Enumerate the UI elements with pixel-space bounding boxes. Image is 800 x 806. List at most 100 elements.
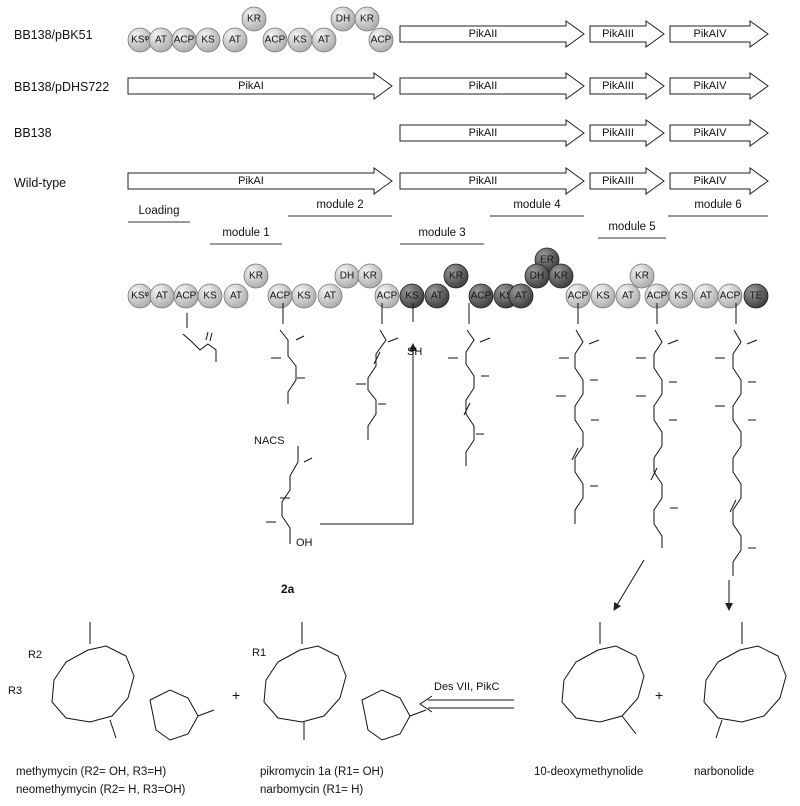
pbk51-domain-at: AT — [148, 27, 174, 53]
pks-domain-at: AT — [223, 283, 249, 309]
pbk51-domain-acp: ACP — [171, 27, 197, 53]
r1-label: R1 — [252, 647, 266, 659]
gene-arrow-pikaiv: PikAIV — [669, 119, 769, 147]
chem-text: SH NACS OH 2a R2 R3 R1 Des VII, PikC + + — [8, 346, 663, 703]
gene-arrow-pikaiii: PikAIII — [589, 20, 665, 48]
svg-text:module 3: module 3 — [418, 227, 465, 239]
pks-domain-at: AT — [508, 283, 534, 309]
pbk51-domain-ksq: KSᵠ — [127, 27, 153, 53]
svg-text:module 4: module 4 — [513, 199, 561, 211]
module-module-4: module 4 — [490, 199, 584, 217]
svg-text:KS: KS — [674, 291, 688, 302]
svg-text:KS: KS — [203, 291, 217, 302]
pks-domain-acp: ACP — [267, 283, 293, 309]
pks-domain-kr: KR — [243, 263, 269, 289]
gene-arrow-pikai: PikAI — [127, 72, 393, 100]
strain-label-wildtype: Wild-type — [14, 176, 67, 190]
svg-text:KSᵠ: KSᵠ — [131, 35, 149, 46]
conversion-label: Des VII, PikC — [434, 681, 499, 693]
pks-domain-kr: KR — [357, 263, 383, 289]
svg-text:AT: AT — [230, 291, 242, 302]
svg-text:KS: KS — [201, 35, 215, 46]
plus-sign-2: + — [655, 687, 663, 703]
pks-domain-acp: ACP — [173, 283, 199, 309]
svg-text:ACP: ACP — [371, 35, 392, 46]
gene-label-pikaiii: PikAIII — [602, 28, 634, 40]
svg-text:KS: KS — [405, 291, 419, 302]
pks-domain-at: AT — [615, 283, 641, 309]
gene-label-pikaiv: PikAIV — [693, 28, 727, 40]
gene-arrow-pikaii: PikAII — [399, 72, 585, 100]
module-module-6: module 6 — [668, 199, 768, 217]
svg-text:TE: TE — [750, 291, 763, 302]
gene-arrow-pikaii: PikAII — [399, 119, 585, 147]
pks-domain-ks: KS — [668, 283, 694, 309]
svg-text:module 6: module 6 — [694, 199, 741, 211]
svg-text:AT: AT — [155, 35, 167, 46]
pbk51-domain-at: AT — [222, 27, 248, 53]
svg-text:module 5: module 5 — [608, 221, 655, 233]
pbk51-domain-acp: ACP — [368, 27, 394, 53]
module-module-1: module 1 — [210, 227, 282, 245]
gene-label-pikai: PikAI — [238, 80, 264, 92]
svg-text:ACP: ACP — [568, 291, 589, 302]
svg-text:DH: DH — [340, 271, 354, 282]
gene-label-pikaiii: PikAIII — [602, 175, 634, 187]
svg-text:ACP: ACP — [471, 291, 492, 302]
neomethymycin-caption: neomethymycin (R2= H, R3=OH) — [16, 784, 186, 796]
svg-text:AT: AT — [318, 35, 330, 46]
deoxymethynolide-caption: 10-deoxymethynolide — [534, 766, 644, 778]
svg-text:KR: KR — [363, 271, 377, 282]
svg-text:KR: KR — [360, 14, 374, 25]
gene-label-pikaii: PikAII — [469, 28, 498, 40]
methymycin-caption: methymycin (R2= OH, R3=H) — [16, 766, 167, 778]
svg-text:ACP: ACP — [647, 291, 668, 302]
svg-text:KS: KS — [297, 291, 311, 302]
svg-text:KS: KS — [293, 35, 307, 46]
svg-text:KR: KR — [635, 271, 649, 282]
pks-domain-kr: KR — [548, 263, 574, 289]
gene-label-pikaiv: PikAIV — [693, 127, 727, 139]
pbk51-domain-acp: ACP — [262, 27, 288, 53]
pbk51-domain-ks: KS — [287, 27, 313, 53]
module-loading: Loading — [128, 205, 190, 223]
svg-text:ACP: ACP — [720, 291, 741, 302]
pks-domain-at: AT — [149, 283, 175, 309]
gene-arrow-pikai: PikAI — [127, 167, 393, 195]
pks-domain-kr: KR — [629, 263, 655, 289]
pks-domain-ksq: KSᵠ — [127, 283, 153, 309]
svg-text:KR: KR — [554, 271, 568, 282]
svg-text:AT: AT — [700, 291, 712, 302]
gene-label-pikaiii: PikAIII — [602, 80, 634, 92]
gene-arrow-pikaiii: PikAIII — [589, 167, 665, 195]
svg-text:AT: AT — [515, 291, 527, 302]
narbonolide-caption: narbonolide — [694, 766, 755, 778]
svg-text:KS: KS — [596, 291, 610, 302]
module-module-2: module 2 — [288, 199, 392, 217]
svg-text:ACP: ACP — [265, 35, 286, 46]
svg-text:KR: KR — [249, 271, 263, 282]
module-module-3: module 3 — [400, 227, 484, 245]
svg-text:ACP: ACP — [174, 35, 195, 46]
pbk51-domain-ks: KS — [195, 27, 221, 53]
svg-text:AT: AT — [622, 291, 634, 302]
pks-domain-ks: KS — [197, 283, 223, 309]
pks-domain-at: AT — [424, 283, 450, 309]
svg-text:DH: DH — [530, 271, 544, 282]
svg-text:Loading: Loading — [139, 205, 180, 217]
svg-text:module 1: module 1 — [222, 227, 269, 239]
svg-text:ACP: ACP — [377, 291, 398, 302]
svg-text:KR: KR — [247, 14, 261, 25]
gene-arrow-pikaii: PikAII — [399, 167, 585, 195]
gene-label-pikaii: PikAII — [469, 127, 498, 139]
pks-domain-dh: DH — [334, 263, 360, 289]
pks-domain-te: TE — [743, 283, 769, 309]
pbk51-domain-dh: DH — [330, 6, 356, 32]
plus-sign-1: + — [232, 687, 240, 703]
pks-domain-dh: DH — [524, 263, 550, 289]
gene-arrow-pikaii: PikAII — [399, 20, 585, 48]
svg-text:KR: KR — [449, 271, 463, 282]
